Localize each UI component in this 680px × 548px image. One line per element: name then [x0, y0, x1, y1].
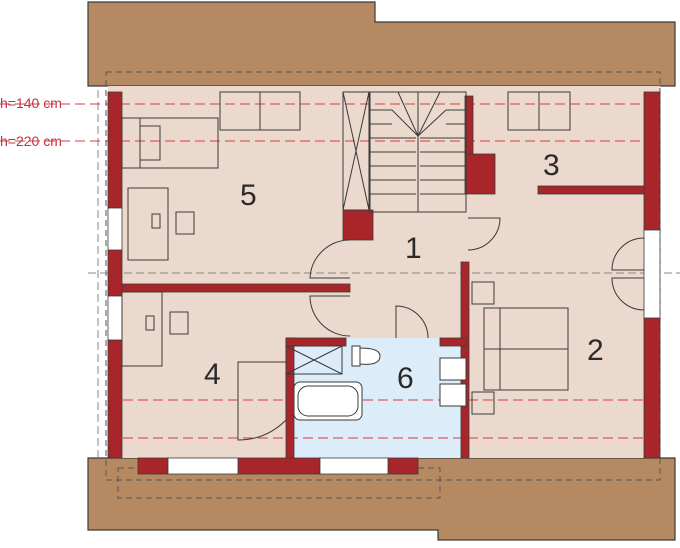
stair-winder	[391, 109, 419, 137]
storage	[285, 345, 343, 375]
bed	[121, 117, 219, 169]
stair-winder	[417, 109, 447, 137]
bathroom-fixtures	[293, 345, 467, 421]
roof-top	[87, 1, 676, 87]
window	[107, 207, 123, 251]
door	[395, 305, 429, 339]
wall	[464, 153, 496, 195]
shaft-cross	[342, 91, 370, 211]
chair	[169, 311, 189, 335]
wall	[342, 209, 374, 241]
window	[167, 457, 239, 475]
room-number-1: 1	[405, 232, 422, 265]
wall	[237, 457, 321, 475]
bed	[237, 361, 287, 441]
double-bed	[483, 307, 569, 391]
wall	[121, 283, 351, 293]
wall	[107, 339, 123, 459]
door	[467, 217, 501, 251]
wall	[464, 95, 474, 155]
window	[643, 229, 661, 319]
nightstand	[471, 281, 495, 305]
room-number-5: 5	[240, 179, 257, 212]
staircase	[342, 91, 467, 213]
room-number-4: 4	[204, 358, 221, 391]
roof-edge-outline	[105, 71, 661, 481]
door	[309, 295, 351, 337]
doors	[309, 217, 645, 339]
nightstand	[471, 391, 495, 415]
room-number-6: 6	[397, 362, 414, 395]
desk	[127, 187, 169, 261]
door	[611, 277, 645, 311]
stair-winder	[417, 91, 441, 137]
wall	[439, 337, 467, 347]
room-number-3: 3	[543, 149, 560, 182]
window	[107, 295, 123, 341]
window	[319, 457, 389, 475]
wall	[285, 337, 295, 459]
stair-winder	[397, 91, 419, 137]
washbasin	[439, 357, 467, 381]
monitor	[145, 315, 155, 331]
door	[611, 237, 645, 271]
bathtub-inner	[297, 385, 359, 417]
washbasin	[439, 383, 467, 407]
chimney-shaft	[342, 91, 370, 211]
wall	[137, 457, 169, 475]
monitor	[151, 213, 161, 229]
windows	[107, 207, 661, 475]
height-label-220: h=220 cm	[0, 133, 62, 149]
wall	[387, 457, 419, 475]
wall	[285, 337, 347, 347]
roof-bottom	[87, 457, 676, 541]
wall	[643, 317, 661, 459]
desk	[121, 291, 163, 367]
wall	[643, 91, 661, 231]
wall	[537, 185, 645, 195]
door	[309, 239, 351, 279]
wall	[107, 91, 123, 209]
chair	[175, 211, 195, 235]
wall	[107, 249, 123, 297]
storage-cross	[285, 345, 343, 375]
toilet	[351, 345, 381, 367]
height-label-140: h=140 cm	[0, 95, 62, 111]
furniture	[121, 91, 571, 441]
room-number-2: 2	[587, 334, 604, 367]
walls	[107, 91, 661, 475]
